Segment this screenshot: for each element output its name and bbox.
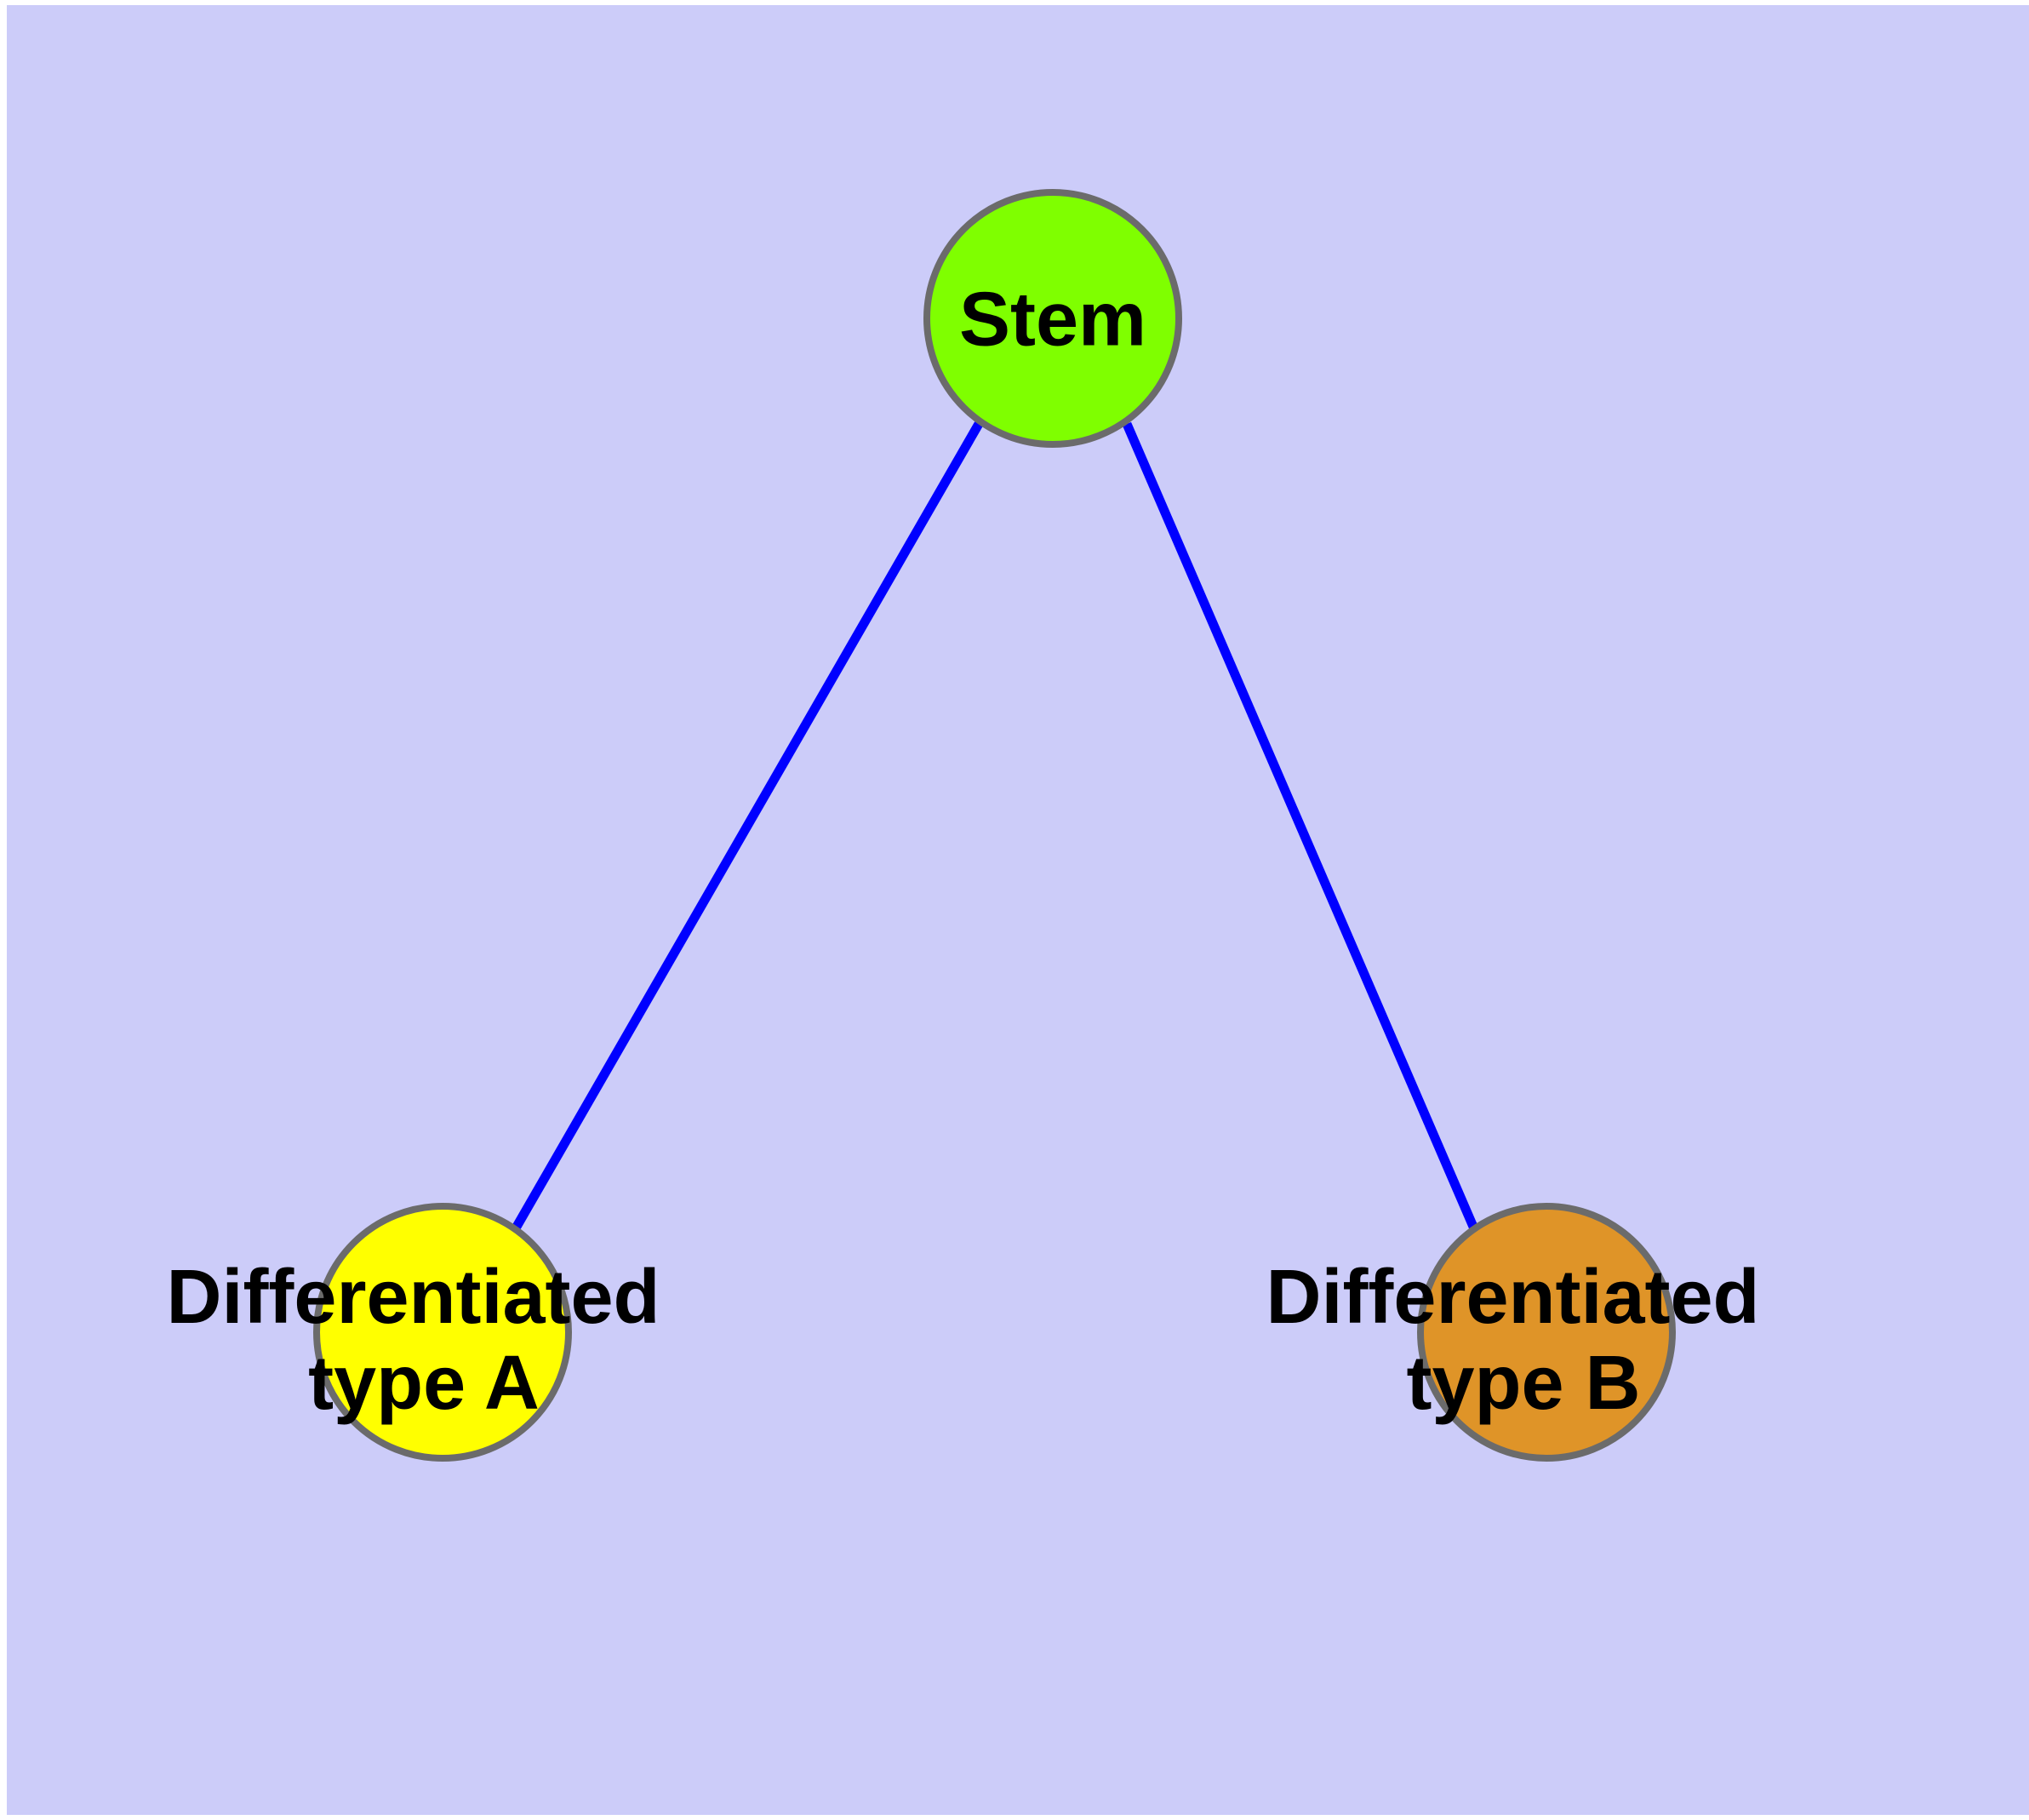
node-diff-b[interactable]: Differentiated type B (1266, 1203, 1780, 1462)
node-stem-label-line-1: Stem (959, 278, 1146, 363)
node-stem-label: Stem (959, 278, 1146, 363)
node-diff-a[interactable]: Differentiated type A (166, 1203, 681, 1462)
node-diff-b-label-line-1: Differentiated (1266, 1255, 1759, 1340)
edge-layer (512, 421, 1478, 1229)
node-diff-a-label: Differentiated type A (166, 1255, 681, 1426)
node-diff-a-label-line-2: type A (308, 1341, 540, 1426)
node-diff-a-label-line-1: Differentiated (166, 1255, 660, 1340)
edge-stem-diff-b[interactable] (1122, 421, 1478, 1229)
node-diff-b-circle[interactable] (1417, 1203, 1676, 1462)
node-stem[interactable]: Stem (923, 189, 1182, 448)
node-diff-a-circle[interactable] (313, 1203, 572, 1462)
edge-stem-diff-a[interactable] (512, 421, 983, 1229)
node-stem-circle[interactable] (923, 189, 1182, 448)
node-diff-b-label-line-2: type B (1406, 1341, 1640, 1426)
node-diff-b-label: Differentiated type B (1266, 1255, 1780, 1426)
